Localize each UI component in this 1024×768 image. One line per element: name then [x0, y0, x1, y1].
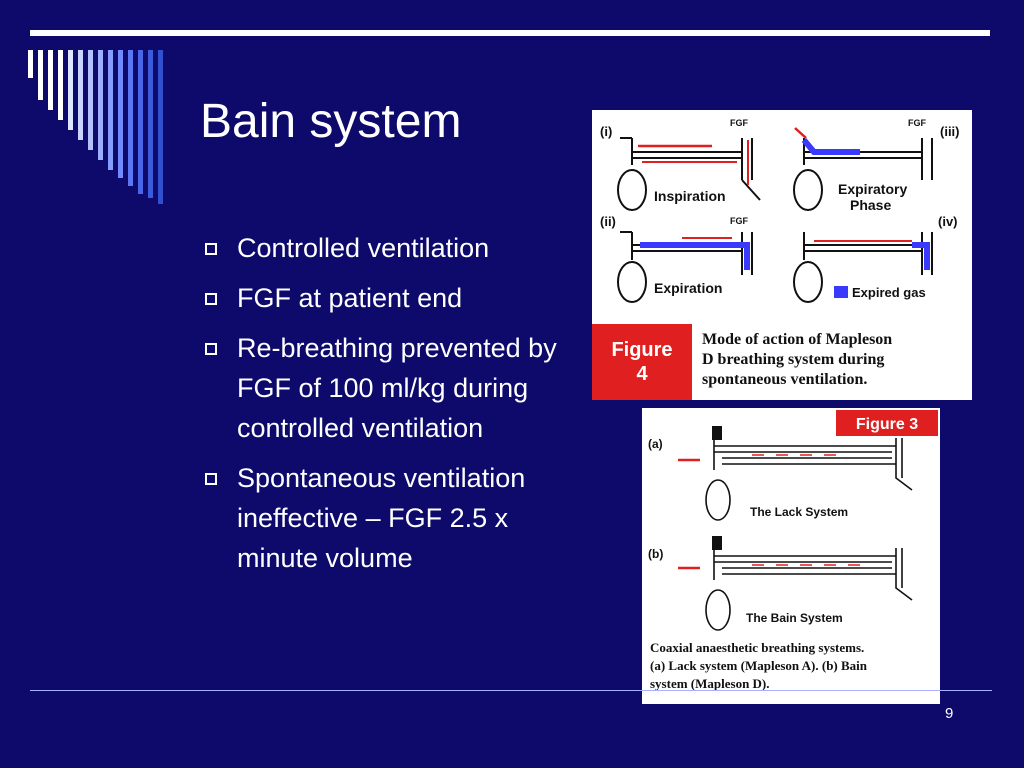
figure-3-image: Figure 3 (a) The Lack System (b) The Bai…	[642, 408, 940, 704]
bullet-item: Spontaneous ventilation ineffective – FG…	[200, 458, 570, 578]
inspiration-label: Inspiration	[654, 188, 726, 204]
page-number: 9	[945, 705, 954, 722]
expiration-label: Expiration	[654, 280, 722, 296]
square-bullet-icon	[205, 343, 217, 355]
figure-caption-line: Mode of action of Mapleson	[702, 331, 892, 348]
figure-badge-text: Figure 3	[856, 416, 918, 433]
bullet-text: Re-breathing prevented by FGF of 100 ml/…	[237, 333, 557, 443]
bullet-text: Controlled ventilation	[237, 233, 490, 263]
square-bullet-icon	[205, 243, 217, 255]
coaxial-systems-diagram: Figure 3 (a) The Lack System (b) The Bai…	[648, 410, 938, 691]
square-bullet-icon	[205, 293, 217, 305]
system-label: The Lack System	[750, 505, 848, 519]
figure-badge-number: 4	[636, 363, 648, 385]
figure-caption-line: spontaneous ventilation.	[702, 371, 867, 388]
decorative-stripes	[28, 50, 168, 210]
panel-label: (i)	[600, 124, 612, 139]
panel-label: (a)	[648, 437, 663, 451]
fgf-label: FGF	[908, 118, 926, 128]
bullet-list: Controlled ventilation FGF at patient en…	[200, 228, 570, 588]
figure-4-image: (i) FGF Inspiration (iii) FGF Expiratory…	[592, 110, 972, 400]
figure-caption-line: (a) Lack system (Mapleson A). (b) Bain	[650, 658, 868, 673]
bottom-rule	[30, 690, 992, 691]
phase-label: Phase	[850, 197, 891, 213]
figure-caption-line: system (Mapleson D).	[650, 676, 770, 691]
fgf-label: FGF	[730, 118, 748, 128]
figure-badge	[836, 410, 938, 436]
figure-badge-text: Figure	[611, 339, 672, 361]
bullet-text: Spontaneous ventilation ineffective – FG…	[237, 463, 526, 573]
expiratory-label: Expiratory	[838, 181, 907, 197]
bullet-item: Controlled ventilation	[200, 228, 570, 268]
figure-caption-line: D breathing system during	[702, 351, 884, 368]
system-label: The Bain System	[746, 611, 843, 625]
slide-title: Bain system	[200, 95, 462, 148]
square-bullet-icon	[205, 473, 217, 485]
fgf-label: FGF	[730, 216, 748, 226]
expired-gas-label: Expired gas	[852, 285, 926, 300]
bullet-text: FGF at patient end	[237, 283, 463, 313]
panel-label: (b)	[648, 547, 663, 561]
top-rule	[30, 30, 990, 36]
figure-badge	[592, 324, 692, 400]
panel-label: (iv)	[938, 214, 958, 229]
mapleson-d-diagram: (i) FGF Inspiration (iii) FGF Expiratory…	[592, 118, 960, 400]
panel-label: (ii)	[600, 214, 616, 229]
bullet-item: Re-breathing prevented by FGF of 100 ml/…	[200, 328, 570, 448]
figure-caption-line: Coaxial anaesthetic breathing systems.	[650, 640, 864, 655]
bullet-item: FGF at patient end	[200, 278, 570, 318]
panel-label: (iii)	[940, 124, 960, 139]
expired-gas-swatch	[834, 286, 848, 298]
